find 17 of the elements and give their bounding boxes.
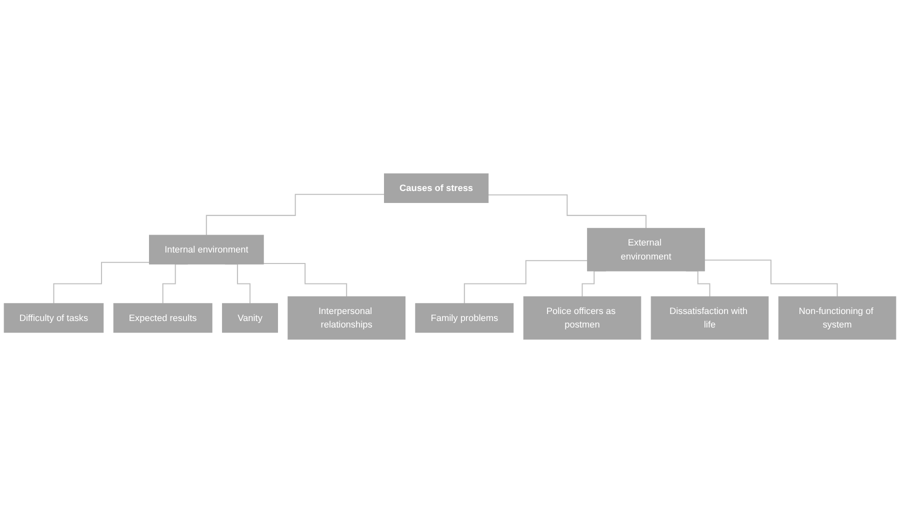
connector — [53, 262, 150, 304]
node-box: Causes of stress — [384, 173, 489, 203]
node-box: Vanity — [222, 303, 278, 333]
connector — [206, 194, 384, 236]
node-box: Difficulty of tasks — [4, 303, 104, 333]
connector — [704, 260, 838, 298]
connector — [264, 263, 348, 298]
connector — [464, 260, 588, 304]
node-box: Police officers as postmen — [523, 296, 642, 340]
node-box: External environment — [587, 228, 705, 272]
node-box: Family problems — [415, 303, 514, 333]
node-box: Dissatisfaction with life — [650, 296, 769, 340]
node-box: Internal environment — [149, 234, 264, 264]
node-box: Expected results — [113, 303, 212, 333]
node-box: Non-functioning of system — [778, 296, 896, 340]
node-box: Interpersonal relationships — [288, 296, 406, 340]
connector — [488, 194, 646, 229]
